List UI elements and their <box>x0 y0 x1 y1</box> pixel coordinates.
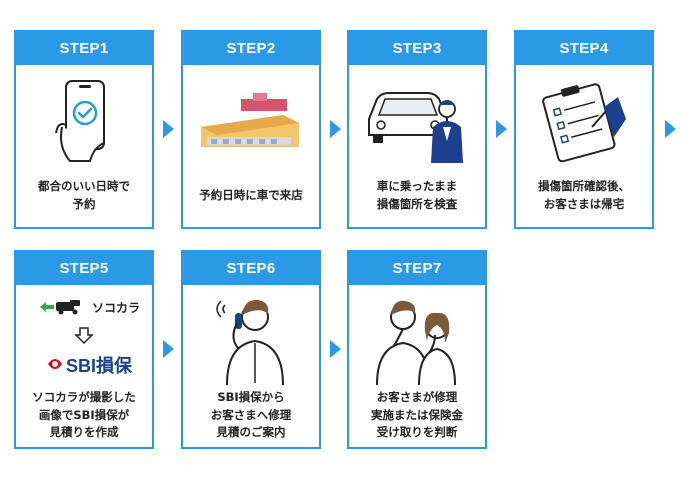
step-description: 予約日時に車で来店 <box>199 187 303 202</box>
clipboard-checklist-icon <box>542 83 626 163</box>
step-label: STEP4 <box>516 32 652 65</box>
step-description: 都合のいい日時で 予約 <box>38 178 130 211</box>
step-card-6: STEP6 SBI損保から お客さまへ修理 見積のご案内 <box>181 250 321 449</box>
step-card-2: STEP2 予約日時に車で来店 <box>181 30 321 229</box>
step-description: 車に乗ったまま 損傷箇所を検査 <box>376 178 458 211</box>
step-label: STEP3 <box>349 32 485 65</box>
couple-thinking-icon <box>376 300 456 386</box>
arrow-right-icon <box>163 340 174 358</box>
step-description: SBI損保から お客さまへ修理 見積のご案内 <box>210 389 292 440</box>
step-card-4: STEP4 損傷箇所確認後、 お客さまは帰宅 <box>514 30 654 229</box>
step-card-3: STEP3 車に乗ったまま 損傷箇所を検査 <box>347 30 487 229</box>
arrow-right-icon <box>330 340 341 358</box>
step-description: 損傷箇所確認後、 お客さまは帰宅 <box>538 178 630 211</box>
arrow-down-icon <box>74 327 94 345</box>
logo-flow: ソコカラ SBI損保 <box>16 287 152 387</box>
car-inspection-icon <box>368 92 463 163</box>
smartphone-check-icon <box>55 80 105 162</box>
step-label: STEP1 <box>16 32 152 65</box>
step-card-1: STEP1 都合のいい日時で 予約 <box>14 30 154 229</box>
sbi-mark-icon <box>48 359 62 369</box>
step-description: ソコカラが撮影した 画像でSBI損保が 見積りを作成 <box>32 389 136 440</box>
step-card-7: STEP7 お客さまが修理 実施または保険金 受け取りを判断 <box>347 250 487 449</box>
step-card-5: STEP5 ソコカラ SBI損保 ソコカラが撮影した 画像でSBI損保が 見積り… <box>14 250 154 449</box>
step-label: STEP6 <box>183 252 319 285</box>
sbi-logo: SBI損保 <box>66 356 133 376</box>
step-description: お客さまが修理 実施または保険金 受け取りを判断 <box>371 389 463 440</box>
sokokara-logo: ソコカラ <box>92 301 141 315</box>
arrow-right-icon <box>330 120 341 138</box>
step-label: STEP2 <box>183 32 319 65</box>
store-building-icon <box>201 93 299 147</box>
arrow-right-icon <box>163 120 174 138</box>
sokokara-logo-icon <box>40 300 80 315</box>
step-label: STEP7 <box>349 252 485 285</box>
arrow-right-icon <box>496 120 507 138</box>
arrow-right-icon <box>665 120 676 138</box>
step-label: STEP5 <box>16 252 152 285</box>
person-phone-icon <box>216 299 284 386</box>
